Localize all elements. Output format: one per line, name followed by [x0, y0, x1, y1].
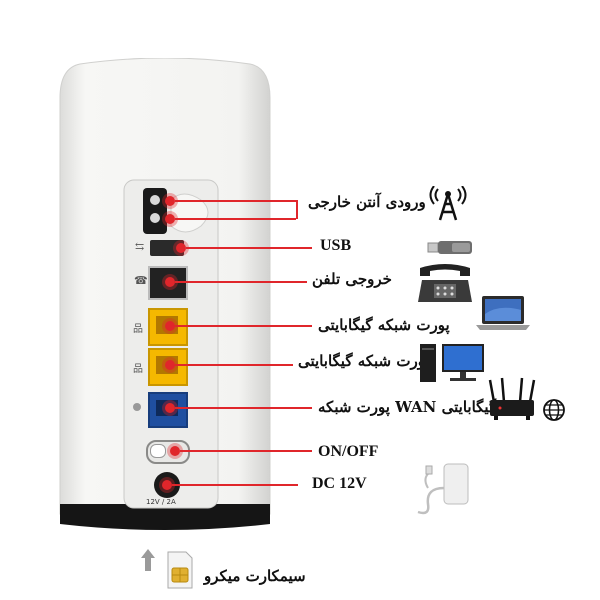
hotspot-lan1 — [165, 321, 175, 331]
leader-usb — [186, 247, 312, 249]
power-adapter-icon — [412, 458, 474, 518]
laptop-icon — [474, 294, 532, 332]
antenna-connectors — [135, 182, 215, 242]
power-switch-knob — [150, 444, 166, 458]
dc-rating-text: 12V / 2A — [146, 498, 176, 506]
router-icon — [486, 376, 538, 422]
sim-card-icon — [166, 550, 194, 590]
leader-antenna-bottom — [175, 218, 296, 220]
label-dc: DC 12V — [312, 475, 367, 492]
hotspot-lan2 — [165, 360, 175, 370]
leader-lan1 — [175, 325, 312, 327]
lan-port-2 — [148, 348, 188, 386]
usb-port-icon: ⇆ — [135, 240, 145, 253]
label-sim: سیمکارت میکرو — [204, 567, 306, 585]
antenna-tower-icon — [428, 185, 468, 222]
telephone-icon — [416, 262, 474, 306]
phone-port-icon: ☎ — [134, 274, 148, 287]
leader-dc — [172, 484, 298, 486]
hotspot-antenna-2 — [165, 214, 175, 224]
label-phone: خروجی تلفن — [312, 270, 392, 288]
desktop-computer-icon — [418, 340, 488, 386]
leader-power — [180, 450, 312, 452]
hotspot-usb — [176, 243, 186, 253]
hotspot-wan — [165, 403, 175, 413]
phone-port — [148, 266, 188, 300]
leader-phone — [175, 281, 307, 283]
leader-lan2 — [175, 364, 293, 366]
hotspot-phone — [165, 277, 175, 287]
leader-antenna-bracket — [296, 200, 298, 219]
label-usb: USB — [320, 237, 352, 254]
globe-icon — [542, 398, 566, 422]
leader-wan — [175, 407, 312, 409]
label-power-switch: ON/OFF — [318, 443, 379, 460]
label-lan2: پورت شبکه گیگابایتی — [298, 352, 430, 370]
label-wan: پورت شبکه WAN گیگابایتی — [318, 398, 497, 416]
usb-stick-icon — [426, 238, 474, 258]
wan-port-indicator — [133, 403, 141, 411]
arrow-up-icon — [140, 548, 156, 572]
leader-antenna-top — [175, 200, 296, 202]
hotspot-dc — [162, 480, 172, 490]
usb-port — [150, 240, 184, 256]
lan-port-icon: 品 — [133, 364, 143, 375]
label-lan1: پورت شبکه گیگابایتی — [318, 316, 450, 334]
label-antenna: ورودی آنتن خارجی — [308, 193, 426, 211]
hotspot-antenna-1 — [165, 196, 175, 206]
lan-port-icon: 品 — [133, 324, 143, 335]
hotspot-power — [170, 446, 180, 456]
